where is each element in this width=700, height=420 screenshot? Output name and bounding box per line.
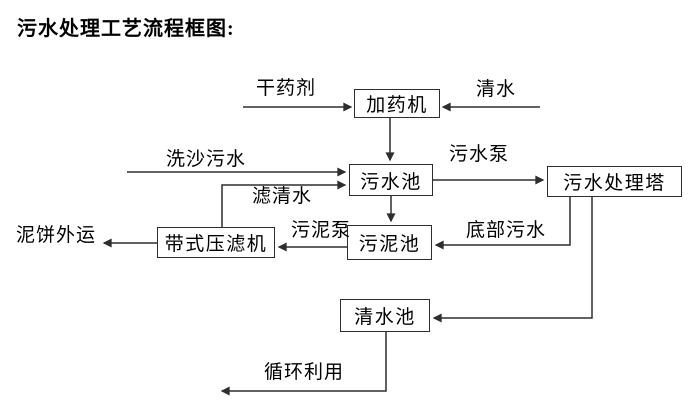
edge-label-mud-cake-out: 泥饼外运: [16, 225, 97, 246]
edge-label-filtered-water: 滤清水: [252, 186, 313, 207]
node-sludge-pool: 污泥池: [347, 225, 432, 260]
edge-label-sewage-pump: 污水泵: [449, 144, 510, 165]
edge-label-recycle-use: 循环利用: [264, 362, 345, 383]
line-filtered-water-press-to-sewage-pool: [221, 180, 347, 227]
node-sewage-treatment-tower: 污水处理塔: [547, 166, 682, 197]
edge-label-dry-chemical: 干药剂: [256, 78, 317, 99]
edge-label-sand-washing-sewage: 洗沙污水: [166, 149, 247, 170]
line-treatment-tower-bottom-sewage-to-sludge-pool: [434, 197, 571, 250]
edge-label-clean-water: 清水: [476, 79, 517, 100]
node-dosing-machine: 加药机: [354, 89, 440, 118]
node-clean-water-pool: 清水池: [340, 299, 430, 332]
node-sewage-pool: 污水池: [349, 164, 433, 196]
node-belt-filter-press: 带式压滤机: [157, 227, 275, 258]
page-title: 污水处理工艺流程框图:: [17, 18, 235, 40]
edge-label-sludge-pump: 污泥泵: [291, 220, 352, 241]
line-clean-water-pool-to-recycle: [220, 332, 387, 396]
edge-label-bottom-sewage: 底部污水: [466, 220, 547, 241]
line-treatment-tower-to-clean-water-pool: [432, 197, 593, 323]
